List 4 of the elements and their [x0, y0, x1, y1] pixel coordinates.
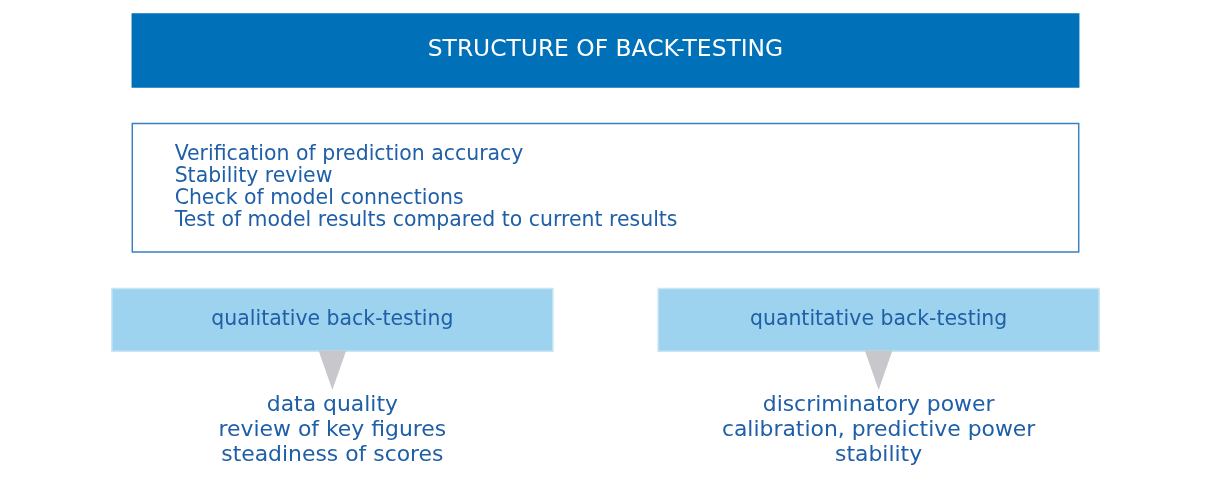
node-text: discriminatory power calibration, predictive power stability [721, 391, 1035, 466]
node-box: Verification of prediction accuracy Stability review Check of model connections Test of model results compared to current results [131, 122, 1079, 253]
node-text: data quality review of key figures steadiness of scores [218, 391, 446, 466]
node-box: STRUCTURE OF BACK-TESTING [131, 13, 1079, 88]
